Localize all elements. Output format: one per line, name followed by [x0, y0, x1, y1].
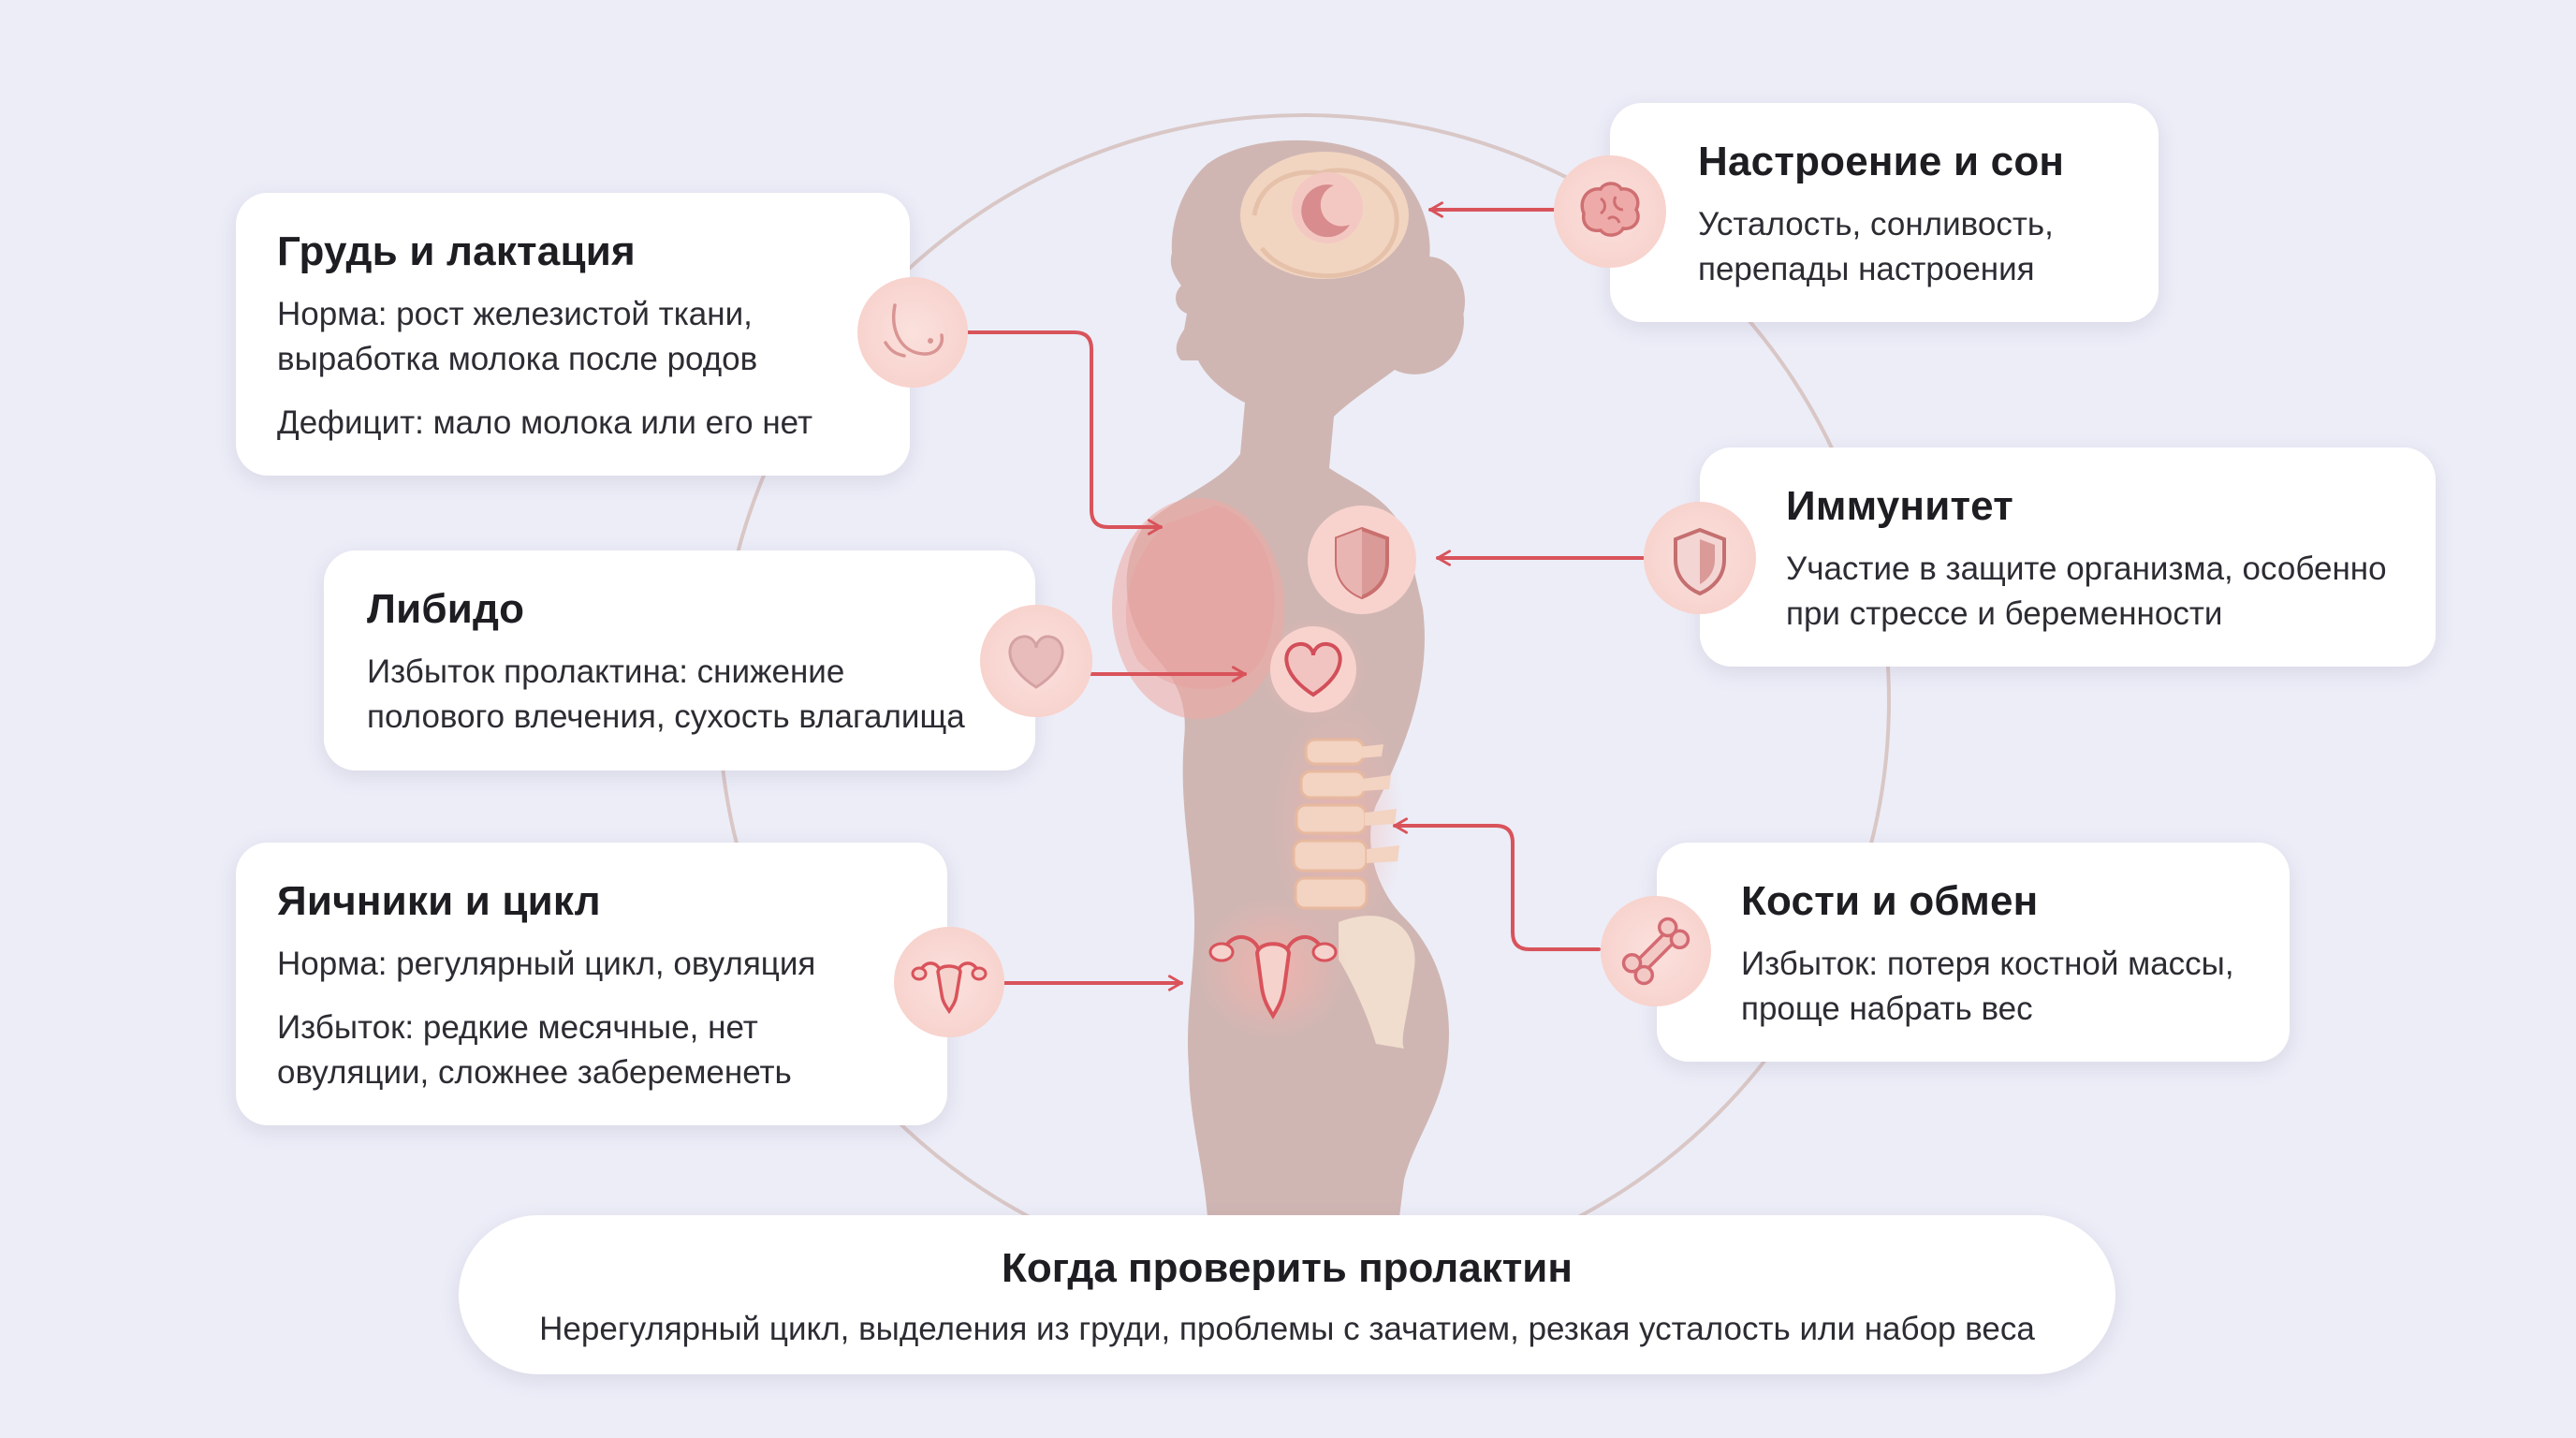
body-uterus — [1198, 899, 1348, 1039]
card-mood-sleep: Настроение и сон Усталость, сонливость,п… — [1610, 103, 2159, 322]
connector-arrows — [964, 201, 1645, 991]
card-title: Иммунитет — [1786, 483, 2014, 529]
card-text: Дефицит: мало молока или его нет — [277, 404, 812, 441]
card-bones-metabolism: Кости и обмен Избыток: потеря костной ма… — [1657, 843, 2290, 1062]
card-ovaries-cycle: Яичники и цикл Норма: регулярный цикл, о… — [236, 843, 947, 1125]
heart-icon-overlay — [980, 605, 1092, 717]
arrow-breast — [964, 330, 1163, 536]
card-immunity: Иммунитет Участие в защите организма, ос… — [1700, 448, 2436, 667]
card-title: Кости и обмен — [1741, 878, 2039, 924]
bone-icon-overlay — [1601, 896, 1711, 1006]
card-text: Норма: регулярный цикл, овуляция — [277, 946, 816, 982]
card-breast-lactation: Грудь и лактация Норма: рост железистой … — [236, 193, 910, 476]
body-shield — [1308, 506, 1416, 614]
card-title: Настроение и сон — [1698, 139, 2065, 184]
when-to-test-banner: Когда проверить пролактин Нерегулярный ц… — [459, 1215, 2115, 1374]
card-title: Яичники и цикл — [277, 878, 601, 924]
body-heart — [1262, 618, 1365, 721]
card-text: Избыток: потеря костной массы,проще набр… — [1741, 946, 2234, 1027]
card-title: Грудь и лактация — [277, 228, 636, 274]
uterus-icon-overlay — [894, 927, 1004, 1037]
card-text: Норма: рост железистой ткани,выработка м… — [277, 296, 758, 377]
body-spine — [1273, 702, 1415, 1049]
card-title: Либидо — [367, 586, 525, 632]
body-brain — [1240, 152, 1409, 279]
card-text: Усталость, сонливость,перепады настроени… — [1698, 206, 2054, 287]
arrow-bones — [1393, 817, 1601, 951]
banner-text: Нерегулярный цикл, выделения из груди, п… — [539, 1311, 2035, 1347]
brain-icon-overlay — [1554, 155, 1666, 268]
shield-icon-overlay — [1644, 502, 1756, 614]
breast-icon-overlay — [857, 277, 968, 388]
banner-title: Когда проверить пролактин — [1002, 1245, 1573, 1291]
